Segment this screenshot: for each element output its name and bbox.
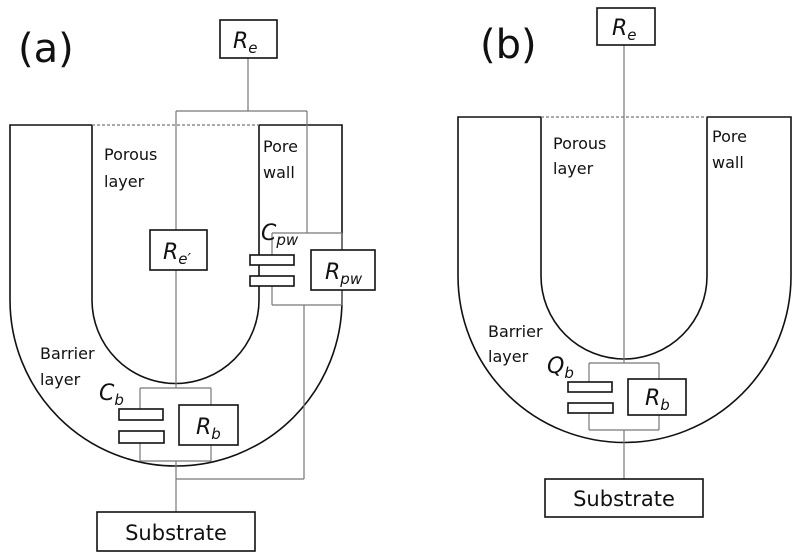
svg-text:Substrate: Substrate <box>573 487 675 511</box>
pore-electrolyte-resistor: Re′ <box>149 229 208 271</box>
panel-label-b: (b) <box>480 22 537 68</box>
pore-wall-label-b: Pore wall <box>712 127 752 172</box>
svg-text:Substrate: Substrate <box>125 521 227 545</box>
barrier-capacitor: Cb <box>99 381 165 444</box>
svg-text:Re′: Re′ <box>163 240 192 268</box>
svg-text:Cb: Cb <box>99 381 124 409</box>
svg-text:Re: Re <box>233 29 258 57</box>
svg-text:Rb: Rb <box>196 415 221 443</box>
pore-wall-label-a: Pore wall <box>263 137 303 182</box>
panel-label-a: (a) <box>18 26 74 72</box>
svg-text:Rb: Rb <box>645 386 670 414</box>
electrolyte-resistor-b: Re <box>596 7 656 46</box>
barrier-layer-label-a: Barrier layer <box>40 344 100 389</box>
barrier-resistor-a: Rb <box>178 404 239 446</box>
electrolyte-resistor-a: Re <box>219 19 278 59</box>
porous-layer-label-b: Porous layer <box>553 134 611 178</box>
svg-text:Qb: Qb <box>547 354 574 382</box>
porous-layer-label-a: Porous layer <box>104 145 162 191</box>
svg-text:Cpw: Cpw <box>261 221 299 249</box>
substrate-box-b: Substrate <box>544 478 704 518</box>
barrier-cpe: Qb <box>547 354 614 414</box>
panel-b: (b) Re Qb Rb Porous <box>457 7 792 518</box>
circuit-wires-a <box>139 58 343 512</box>
svg-text:Re: Re <box>612 16 637 44</box>
substrate-box-a: Substrate <box>96 511 256 552</box>
pore-wall-capacitor: Cpw <box>249 221 299 287</box>
panel-a: (a) <box>9 19 376 552</box>
circuit-wires-b <box>588 45 660 479</box>
pore-wall-resistor: Rpw <box>310 249 376 291</box>
svg-text:Rpw: Rpw <box>325 260 363 288</box>
barrier-resistor-b: Rb <box>627 378 687 416</box>
barrier-layer-label-b: Barrier layer <box>488 322 548 366</box>
